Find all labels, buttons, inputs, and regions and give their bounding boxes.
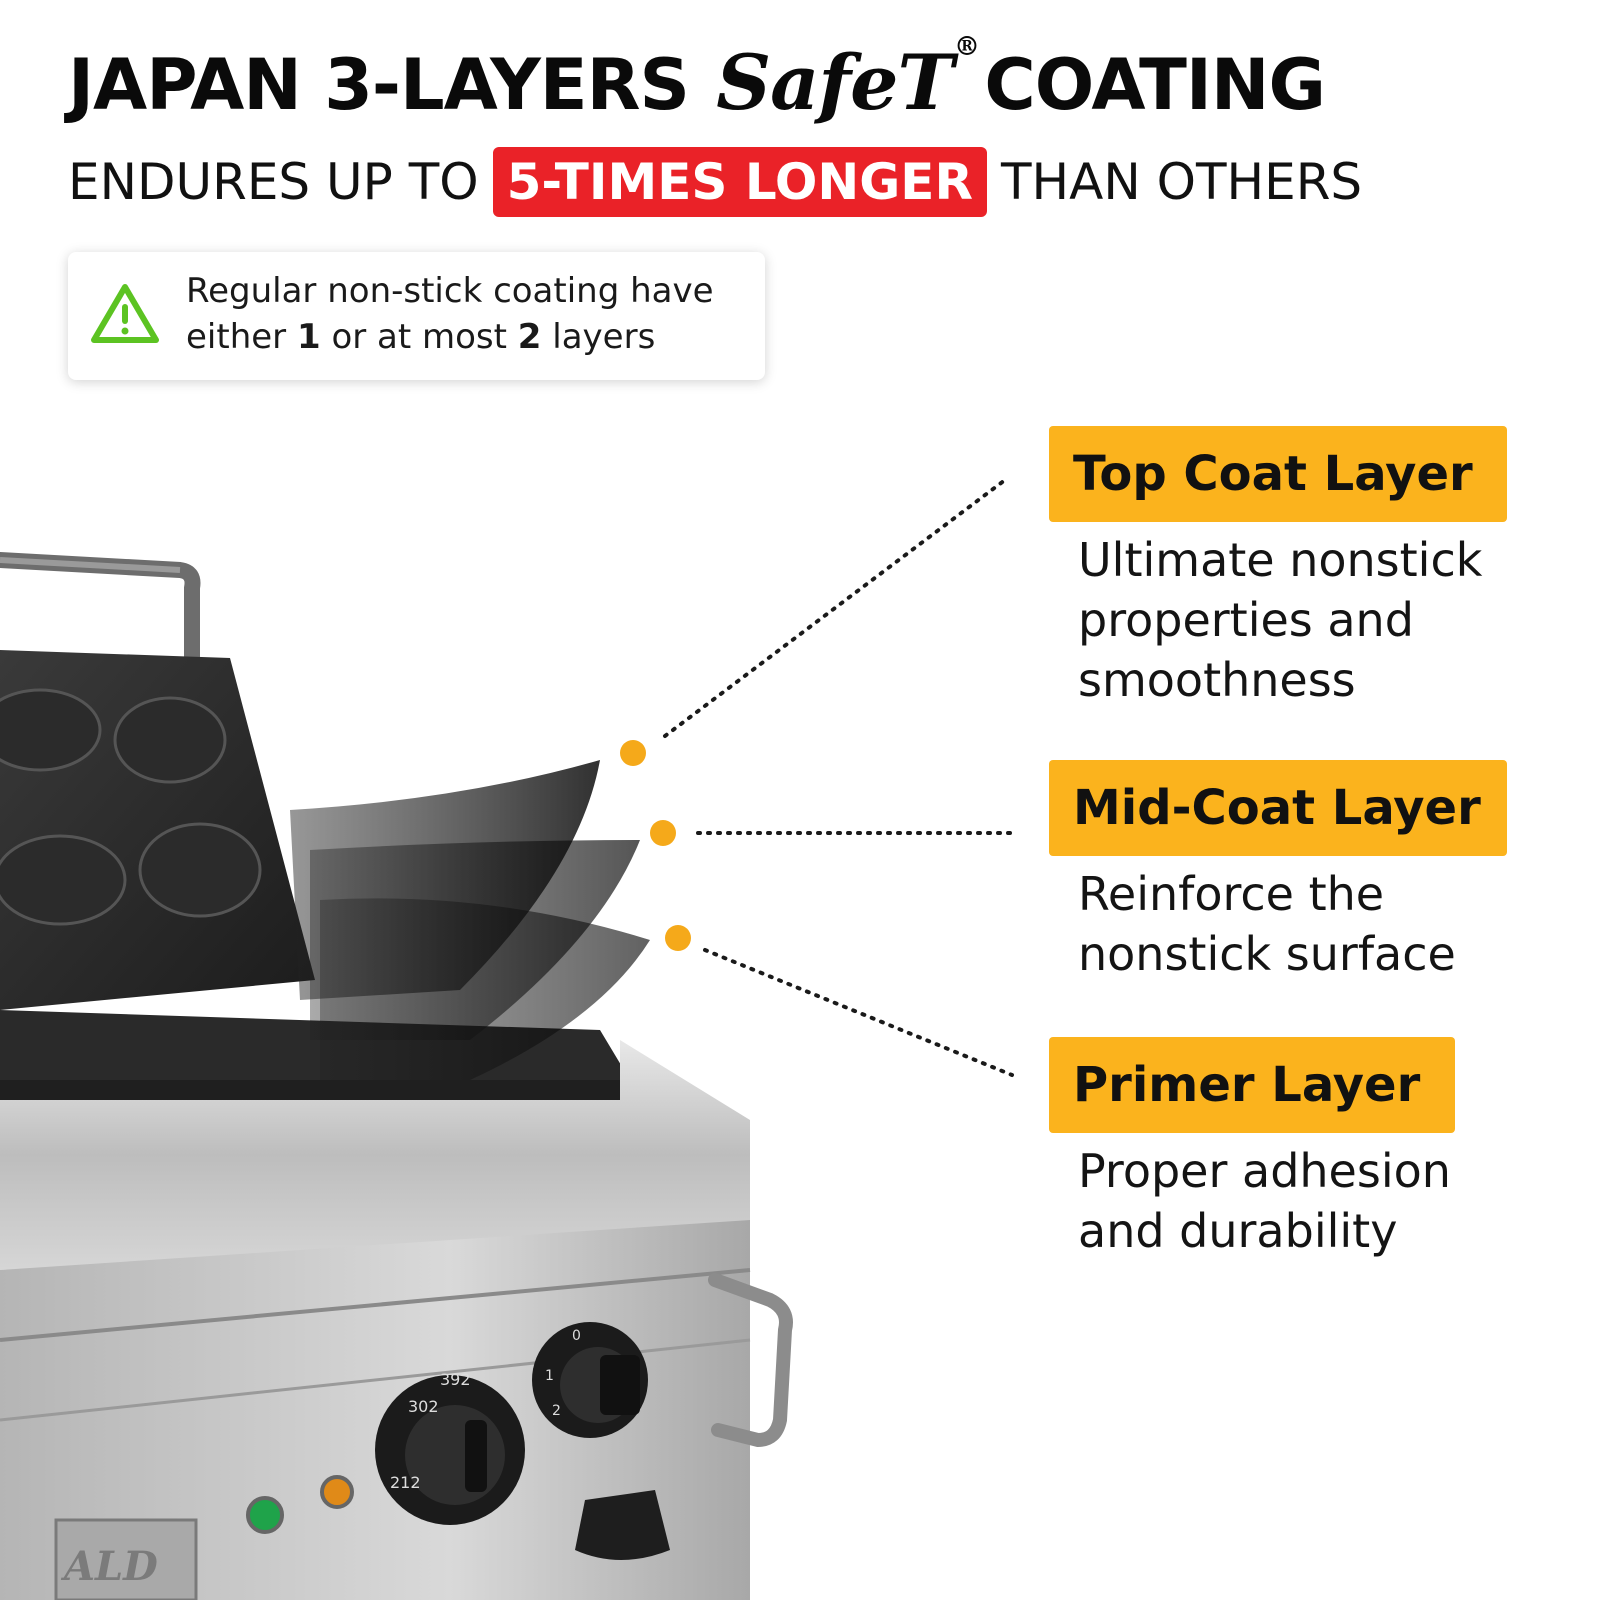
description-line: Reinforce the: [1078, 867, 1385, 921]
description-line: Proper adhesion: [1078, 1144, 1451, 1198]
page-title: JAPAN 3-LAYERS SafeT® COATING: [68, 32, 1326, 127]
brand-name: SafeT®: [716, 32, 980, 127]
note-text-part: or at most: [331, 317, 507, 357]
power-indicator-light: [246, 1496, 284, 1534]
primer-layer-description: Proper adhesion and durability: [1078, 1141, 1538, 1261]
subhead-after: THAN OTHERS: [1000, 153, 1363, 211]
machine-lid-rim: [0, 1040, 750, 1270]
machine-body: [0, 1220, 750, 1600]
warning-note-card: Regular non-stick coating have either 1 …: [68, 252, 765, 380]
mid-coat-layer-tag: Mid-Coat Layer: [1049, 760, 1507, 856]
note-number-one: 1: [296, 317, 321, 357]
dial-mark: 302: [408, 1397, 439, 1416]
description-line: properties and: [1078, 593, 1414, 647]
heat-indicator-light: [320, 1475, 354, 1509]
subhead-before: ENDURES UP TO: [68, 153, 479, 211]
dial-mark: 0: [572, 1328, 581, 1344]
callout-dot-top: [620, 740, 646, 766]
description-line: smoothness: [1078, 653, 1356, 707]
note-text-part: layers: [552, 317, 656, 357]
note-text-part: either: [186, 317, 287, 357]
taiyaki-machine-illustration: 302 212 392 0 1 2 ALD: [0, 552, 793, 1600]
brand-plate-logo: ALD: [60, 1543, 158, 1590]
callout-dot-mid: [650, 820, 676, 846]
note-text: Regular non-stick coating have either 1 …: [186, 268, 746, 360]
top-handle: [0, 552, 201, 668]
dial-mark: 1: [545, 1368, 554, 1384]
brand-plate: ALD: [54, 1518, 198, 1600]
dial-mark: 2: [552, 1403, 561, 1419]
dial-mark: 392: [440, 1370, 471, 1389]
description-line: and durability: [1078, 1204, 1398, 1258]
note-line-2: either 1 or at most 2 layers: [186, 314, 746, 360]
dial-mark: 212: [390, 1473, 421, 1492]
top-coat-layer-description: Ultimate nonstick properties and smoothn…: [1078, 530, 1538, 710]
primer-layer-tag: Primer Layer: [1049, 1037, 1455, 1133]
highlight-badge: 5-TIMES LONGER: [492, 147, 987, 217]
mid-coat-layer-description: Reinforce the nonstick surface: [1078, 864, 1538, 984]
timer-dial: 0 1 2: [532, 1322, 648, 1438]
top-coat-layer-tag: Top Coat Layer: [1049, 426, 1507, 522]
title-suffix: COATING: [984, 44, 1326, 126]
registered-mark: ®: [954, 32, 980, 62]
description-line: nonstick surface: [1078, 927, 1456, 981]
machine-foot: [575, 1490, 670, 1560]
brand-text: SafeT: [716, 38, 954, 127]
side-handle: [708, 1273, 793, 1448]
title-prefix: JAPAN 3-LAYERS: [68, 44, 690, 126]
callout-dot-primer: [665, 925, 691, 951]
note-line-1: Regular non-stick coating have: [186, 271, 714, 311]
subheadline: ENDURES UP TO 5-TIMES LONGER THAN OTHERS: [68, 147, 1362, 217]
description-line: Ultimate nonstick: [1078, 533, 1483, 587]
coating-sheet-primer: [320, 898, 650, 1080]
temperature-dial: 302 212 392: [375, 1370, 525, 1525]
note-number-two: 2: [517, 317, 542, 357]
warning-triangle-icon: [91, 284, 159, 343]
